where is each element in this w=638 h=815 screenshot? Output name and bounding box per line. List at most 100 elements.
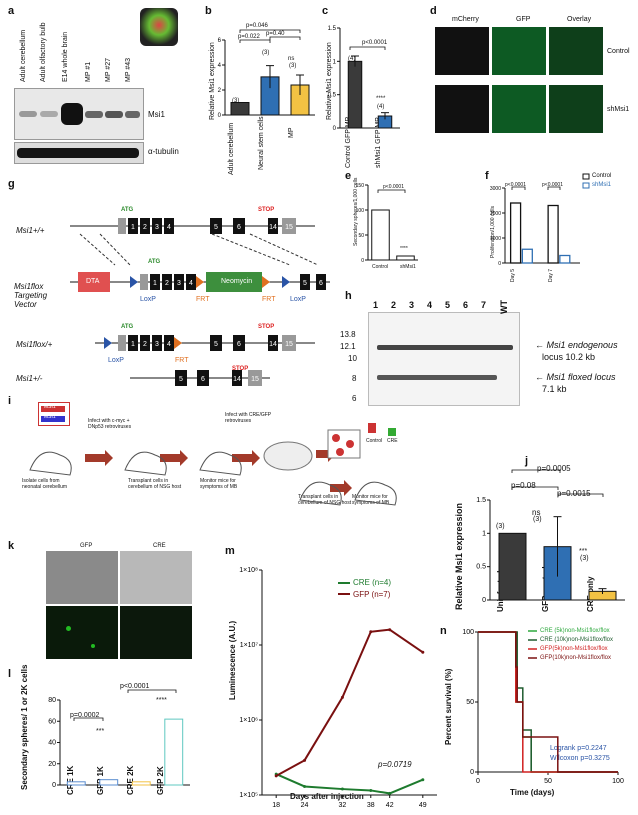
data-point bbox=[388, 791, 392, 795]
exon-box bbox=[164, 218, 174, 234]
exon-label: 5 bbox=[179, 376, 183, 383]
y-tick-label: 1×10⁵ bbox=[239, 792, 258, 799]
h-marker: 6 bbox=[352, 394, 357, 403]
exon-label: 3 bbox=[177, 280, 181, 287]
y-tick-label: 6 bbox=[218, 38, 222, 44]
x-tick-label: 18 bbox=[272, 802, 280, 809]
exon-box bbox=[140, 274, 148, 290]
exon-label: 6 bbox=[201, 376, 205, 383]
loxp-label: LoxP bbox=[108, 357, 124, 364]
exon-box bbox=[210, 218, 222, 234]
y-tick-label: 0 bbox=[482, 597, 486, 604]
exon-label: 1 bbox=[131, 224, 135, 231]
exon-label: 15 bbox=[251, 376, 259, 383]
x-tick-label: 0 bbox=[476, 778, 480, 785]
bar bbox=[66, 781, 86, 786]
panel-label-e: e bbox=[345, 170, 352, 182]
exon-box bbox=[150, 274, 160, 290]
j-n: (3) bbox=[496, 523, 505, 530]
exon-label: 5 bbox=[214, 341, 218, 348]
i-step: Infect with c-myc + DNp53 retroviruses bbox=[88, 418, 132, 430]
dta-box bbox=[78, 272, 110, 292]
exon-box bbox=[164, 335, 174, 351]
x-tick-label: 24 bbox=[301, 802, 309, 809]
e-xtick: Control bbox=[372, 264, 389, 270]
exon-label: 14 bbox=[269, 341, 277, 348]
flow-arrow bbox=[330, 480, 352, 496]
exon-box bbox=[174, 274, 184, 290]
panel-label-c: c bbox=[322, 5, 329, 17]
bar bbox=[164, 718, 184, 786]
atg-label: ATG bbox=[121, 324, 134, 330]
loxp-label: LoxP bbox=[140, 296, 156, 303]
y-tick-label: 100 bbox=[356, 208, 365, 214]
exon-label: 5 bbox=[214, 224, 218, 231]
exon-box bbox=[233, 335, 245, 351]
msi1-blot bbox=[14, 88, 144, 140]
data-point bbox=[303, 758, 307, 762]
panel-label-h: h bbox=[345, 290, 352, 302]
x-tick-label: 32 bbox=[339, 802, 347, 809]
d-row-label: shMsi1 bbox=[607, 106, 630, 113]
h-marker: 8 bbox=[352, 374, 357, 383]
y-tick-label: 4 bbox=[218, 63, 222, 69]
f-legend-control: Control bbox=[592, 173, 612, 179]
c-n: (4) bbox=[377, 104, 385, 110]
exon-label: 3 bbox=[155, 341, 159, 348]
southern-blot bbox=[368, 312, 520, 406]
data-point bbox=[274, 774, 278, 778]
exon-box bbox=[268, 218, 278, 234]
m-pvalue: p=0.0719 bbox=[378, 760, 412, 769]
sphere bbox=[336, 448, 344, 456]
bar bbox=[498, 532, 527, 601]
micrograph-mcherry-sh bbox=[435, 85, 489, 133]
exon-label: 1 bbox=[131, 341, 135, 348]
h-lane: 3 bbox=[409, 300, 415, 310]
sphere bbox=[332, 434, 340, 442]
h-arrow-label: ← Msi1 floxed locus bbox=[535, 372, 616, 382]
mouse-sketch bbox=[29, 451, 72, 476]
n-logrank: Logrank p=0.2247 bbox=[550, 745, 607, 752]
neomycin-label: Neomycin bbox=[221, 278, 253, 285]
panel-label-i: i bbox=[8, 395, 12, 407]
n-legend: GFP(10k)non-Msi1flox/flox bbox=[540, 655, 612, 661]
i-step: Infect with CRE/GFP retroviruses bbox=[225, 412, 272, 424]
legend-swatch bbox=[582, 173, 590, 180]
exon-label: 4 bbox=[167, 341, 171, 348]
sphere-box bbox=[327, 429, 361, 459]
f-pvalue: p<0.0001 bbox=[505, 182, 526, 188]
l-pvalue: p<0.0001 bbox=[120, 683, 150, 690]
flow-arrow bbox=[232, 450, 260, 466]
x-tick-label: 49 bbox=[419, 802, 427, 809]
flow-arrow bbox=[85, 450, 113, 466]
frt-triangle bbox=[196, 276, 204, 288]
y-tick-label: 1×10⁸ bbox=[239, 567, 258, 574]
b-n: (3) bbox=[262, 50, 270, 56]
sig-bracket bbox=[511, 469, 561, 473]
y-tick-label: 1×10⁷ bbox=[240, 642, 259, 649]
b-n: (3) bbox=[232, 98, 240, 104]
exon-box bbox=[175, 370, 187, 386]
h-marker: 13.8 bbox=[340, 330, 356, 339]
n-xlabel: Time (days) bbox=[510, 788, 555, 797]
y-tick-label: 1.5 bbox=[476, 497, 486, 504]
h-lane: 6 bbox=[463, 300, 469, 310]
y-tick-label: 1 bbox=[333, 59, 337, 65]
g-row-label: Msi1flox/+ bbox=[16, 340, 53, 349]
panel-label-f: f bbox=[485, 170, 489, 182]
e-xtick: shMsi1 bbox=[400, 264, 416, 270]
panel-label-l: l bbox=[8, 668, 12, 680]
exon-label: 2 bbox=[165, 280, 169, 287]
data-point bbox=[388, 628, 392, 632]
bar bbox=[547, 204, 559, 264]
bar bbox=[99, 779, 119, 786]
exon-label: 15 bbox=[285, 224, 293, 231]
crossover-line bbox=[211, 233, 291, 266]
exon-box bbox=[197, 370, 209, 386]
h-lane: 4 bbox=[427, 300, 433, 310]
data-point bbox=[369, 788, 373, 792]
micrograph-overlay-control bbox=[549, 27, 603, 75]
y-tick-label: 2 bbox=[218, 88, 222, 94]
sig-bracket bbox=[547, 186, 561, 190]
